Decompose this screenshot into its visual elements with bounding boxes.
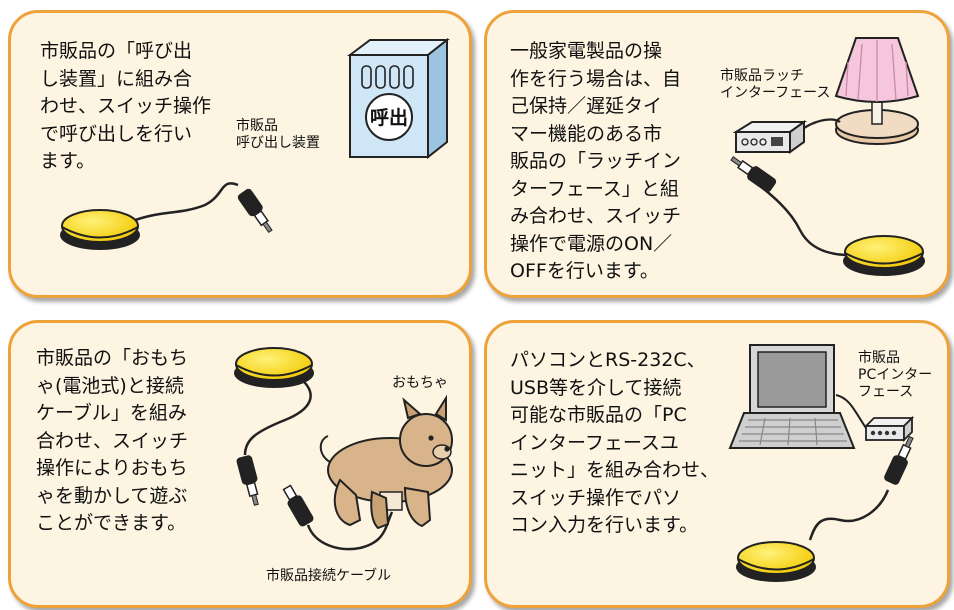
panel-pc-interface	[484, 320, 950, 608]
call-device-text: 呼出	[370, 106, 408, 129]
switch-3	[234, 347, 314, 506]
toy-dog-illustration	[319, 394, 453, 530]
switch-2	[730, 156, 925, 276]
switch-4	[736, 435, 914, 582]
panel3-description: 市販品の「おもち ゃ(電池式)と接続 ケーブル」を組み 合わせ、スイッチ 操作に…	[36, 347, 189, 534]
call-device-label: 市販品 呼び出し装置	[236, 118, 320, 151]
cable-label: 市販品接続ケーブル	[266, 568, 392, 584]
panel2-description: 一般家電製品の操 作を行う場合は、自 己保持／遅延タイ マー機能のある市 販品の…	[510, 40, 682, 282]
latch-interface-label: 市販品ラッチ インターフェース	[720, 68, 831, 101]
pc-interface-box	[835, 394, 915, 443]
pc-interface-label: 市販品 PCインター フェース	[858, 350, 933, 400]
laptop-illustration	[728, 344, 856, 449]
panel1-description: 市販品の「呼び出 し装置」に組み合 わせ、スイッチ操作 で呼び出しを行い ます。	[40, 40, 212, 172]
call-device-illustration: 呼出	[347, 37, 450, 160]
lamp-illustration	[834, 37, 920, 145]
panel4-description: パソコンとRS-232C、 USB等を介して接続 可能な市販品の「PC インター…	[510, 349, 720, 536]
latch-interface-box	[732, 118, 841, 154]
switch-1	[60, 182, 273, 250]
connection-cable	[282, 484, 394, 551]
toy-label: おもちゃ	[392, 375, 448, 391]
